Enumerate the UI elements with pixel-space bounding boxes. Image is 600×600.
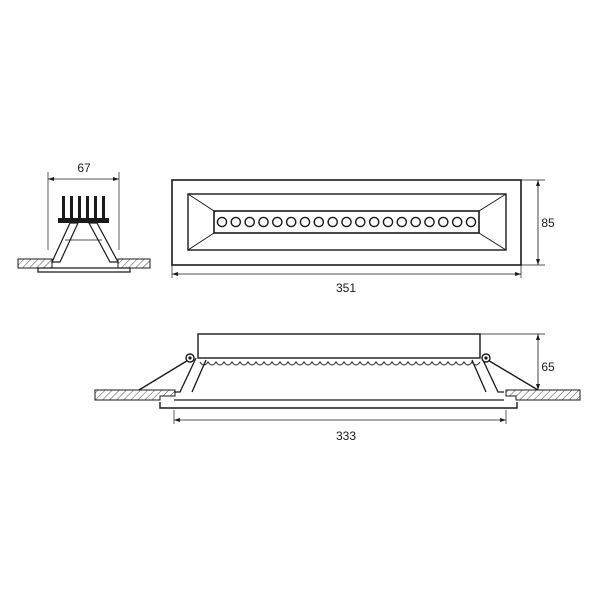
led-3: [244, 216, 255, 228]
spring-clip-left: [138, 353, 195, 391]
spring-clip-right: [481, 353, 539, 391]
bottom-height-dimension: 65: [480, 333, 555, 390]
bottom-height-label: 65: [541, 360, 555, 374]
led-6: [285, 216, 297, 228]
front-led-channel: [213, 210, 480, 234]
led-16: [424, 216, 435, 228]
side-width-label: 67: [77, 161, 91, 175]
led-1: [216, 216, 228, 228]
front-width-dimension: 351: [171, 265, 522, 295]
front-outer-frame: [171, 179, 522, 266]
bottom-view: 65 333: [94, 333, 581, 443]
bottom-body-top: [197, 333, 481, 359]
side-body: [37, 222, 131, 273]
led-10: [341, 216, 352, 228]
front-width-label: 351: [336, 281, 356, 295]
led-8: [313, 216, 325, 228]
side-ceiling-right: [117, 258, 151, 269]
bottom-flange: [159, 402, 518, 409]
bottom-ceiling-left: [94, 389, 176, 401]
led-13: [382, 216, 394, 228]
led-row: [216, 216, 477, 228]
led-19: [465, 216, 477, 228]
side-view: 67: [17, 161, 151, 273]
led-4: [258, 216, 269, 228]
led-5: [271, 216, 283, 228]
side-ceiling-left: [17, 258, 53, 269]
led-9: [327, 216, 339, 228]
heatsink-fins: [58, 196, 109, 223]
side-width-dimension: 67: [47, 161, 120, 250]
led-7: [299, 216, 311, 228]
front-view: 85 351: [171, 179, 555, 295]
led-17: [437, 216, 449, 228]
led-15: [410, 216, 422, 228]
led-14: [396, 216, 408, 228]
bottom-body-sides: [174, 357, 504, 393]
front-chamfers: [187, 193, 507, 251]
bottom-width-dimension: 333: [173, 410, 507, 443]
led-11: [354, 216, 366, 228]
led-12: [368, 216, 380, 228]
front-height-label: 85: [541, 216, 555, 230]
bottom-reflector-edge: [199, 361, 481, 366]
bottom-width-label: 333: [336, 429, 356, 443]
led-2: [230, 216, 242, 228]
bottom-ceiling-right: [505, 389, 581, 401]
front-inner-frame: [187, 193, 507, 251]
front-height-dimension: 85: [521, 179, 555, 266]
led-18: [451, 216, 463, 228]
